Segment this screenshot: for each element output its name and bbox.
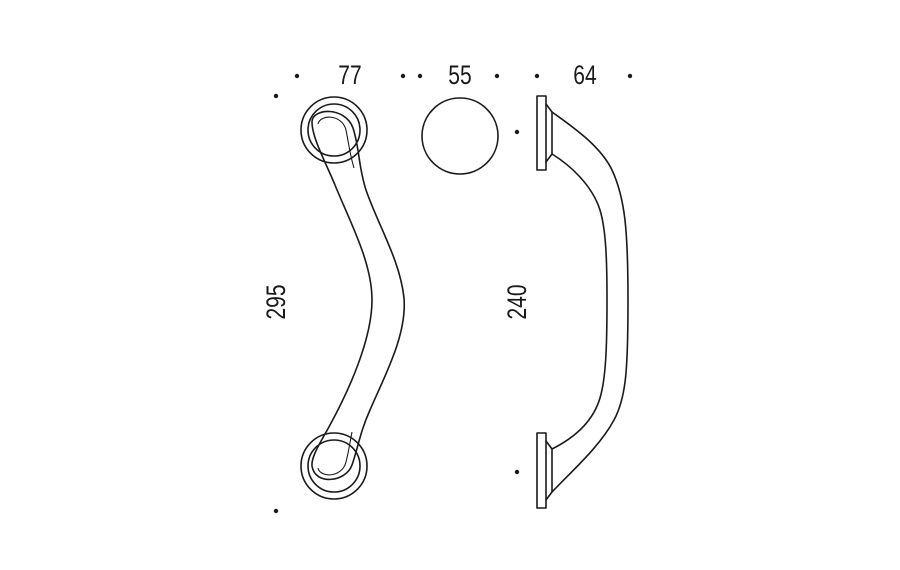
marker-dot: [514, 129, 520, 135]
front-view-handle: [300, 96, 406, 500]
handle-profile-inner: [551, 153, 608, 450]
marker-dot: [400, 73, 406, 79]
bottom-rose-outer: [300, 432, 368, 500]
bottom-neck-detail: [317, 431, 353, 476]
dimension-width-label: 77: [338, 61, 361, 91]
top-rose-outer: [300, 96, 368, 164]
marker-dot: [514, 469, 520, 475]
marker-dot: [294, 73, 300, 79]
bottom-base-plate: [536, 432, 547, 509]
marker-dot: [494, 73, 500, 79]
marker-dot: [627, 73, 633, 79]
marker-dot: [534, 73, 540, 79]
top-neck-detail: [317, 116, 355, 169]
marker-dot: [273, 508, 279, 514]
marker-dot: [273, 93, 279, 99]
dimension-overall-length-label: 295: [262, 284, 292, 319]
dimension-projection-label: 64: [573, 61, 596, 91]
side-view-handle: [536, 95, 629, 509]
dimension-markers: [273, 73, 633, 514]
top-base-plate: [536, 95, 547, 171]
dimension-center-distance-label: 240: [503, 284, 533, 319]
marker-dot: [417, 73, 423, 79]
bottom-base-collar: [545, 440, 553, 501]
handle-profile-outer: [551, 111, 629, 493]
rose-plan-view: [421, 97, 499, 175]
top-base-collar: [545, 103, 553, 163]
top-rose-inner: [307, 103, 361, 157]
bottom-rose-inner: [307, 439, 361, 493]
handle-grip: [311, 110, 406, 481]
dimension-rose-diameter-label: 55: [448, 61, 471, 91]
